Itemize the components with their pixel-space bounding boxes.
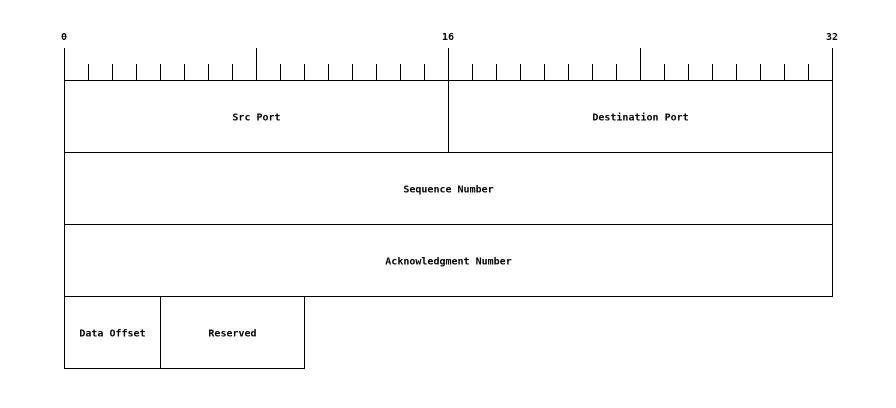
- field-box: [64, 152, 833, 225]
- field-label: Src Port: [232, 113, 280, 124]
- field-label: Acknowledgment Number: [385, 257, 511, 268]
- field-box: [64, 80, 449, 153]
- field-box: [64, 224, 833, 297]
- ruler-label-32: 32: [826, 32, 838, 43]
- field-label: Destination Port: [592, 112, 688, 124]
- bit-ruler: 0 16 32: [61, 32, 838, 80]
- field-label: Reserved: [208, 329, 256, 340]
- field-box: [64, 296, 161, 369]
- ruler-label-0: 0: [61, 32, 67, 43]
- field-box: [448, 80, 833, 153]
- field-box: [160, 296, 305, 369]
- field-label: Sequence Number: [403, 185, 493, 196]
- ruler-label-16: 16: [442, 32, 454, 43]
- field-label: Data Offset: [79, 329, 145, 340]
